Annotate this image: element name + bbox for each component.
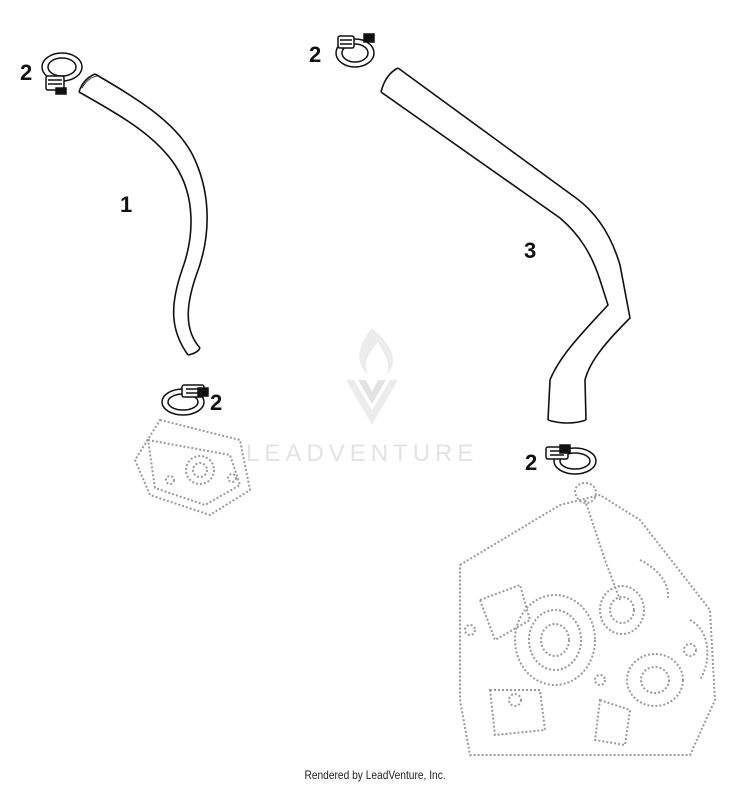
footer-credit: Rendered by LeadVenture, Inc. — [0, 768, 750, 782]
clamp-bottom-right-icon[interactable] — [545, 444, 597, 475]
clamp-bottom-left-icon[interactable] — [161, 384, 209, 416]
clamp-top-right-icon[interactable] — [335, 33, 375, 68]
callout-hose-right: 3 — [524, 238, 537, 263]
hose-3[interactable] — [380, 67, 631, 424]
callout-clamp-top-left: 2 — [20, 60, 33, 85]
footer-credit-text: Rendered by LeadVenture, Inc. — [304, 768, 446, 782]
hose-1[interactable] — [78, 73, 208, 356]
engine-block-right — [459, 482, 717, 756]
callout-clamp-bottom-right: 2 — [525, 450, 538, 475]
callout-clamp-bottom-left: 2 — [210, 390, 223, 415]
callout-clamp-top-right: 2 — [309, 42, 322, 67]
callout-hose-left: 1 — [120, 192, 133, 217]
engine-outlet-left — [133, 418, 252, 517]
leadventure-logo-icon — [346, 328, 398, 425]
watermark-text: LEADVENTURE — [246, 440, 479, 467]
clamp-top-left-icon[interactable] — [41, 52, 83, 95]
